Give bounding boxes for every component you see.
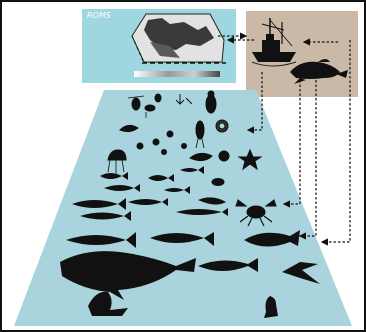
fishing-panel [246, 11, 358, 97]
roms-colorbar [134, 71, 220, 77]
roms-label: ROMS [87, 11, 111, 20]
urchin-icon [219, 151, 229, 161]
food-web-trapezoid [14, 90, 352, 326]
ctenophore-icon [216, 120, 228, 132]
crab-small-icon [212, 179, 224, 186]
roms-panel: ROMS [82, 9, 236, 83]
amphipod-icon [155, 94, 161, 102]
